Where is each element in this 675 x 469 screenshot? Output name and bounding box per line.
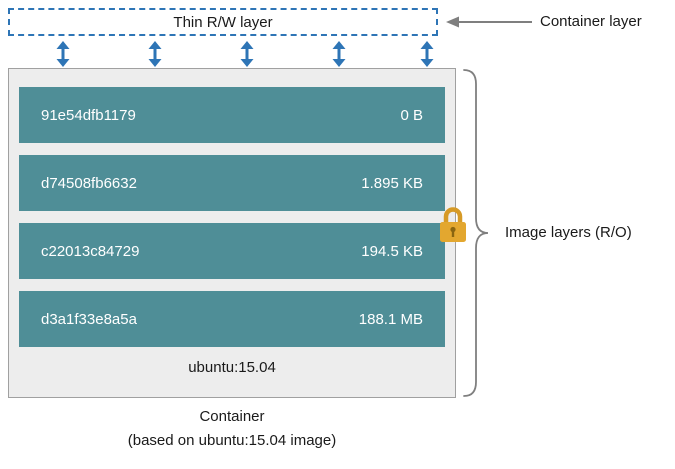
layer-id: d3a1f33e8a5a [41,310,137,328]
thin-rw-layer-box: Thin R/W layer [8,8,438,36]
image-layer-row: c22013c84729 194.5 KB [19,223,445,279]
image-layers-label: Image layers (R/O) [505,224,632,241]
caption-line2: (based on ubuntu:15.04 image) [127,432,337,449]
double-arrow-icon [332,41,346,67]
container-box: 91e54dfb1179 0 B d74508fb6632 1.895 KB c… [8,68,456,398]
container-layer-label: Container layer [540,13,642,30]
image-layer-row: 91e54dfb1179 0 B [19,87,445,143]
left-arrow-icon [446,16,532,28]
layer-id: c22013c84729 [41,242,140,260]
layer-id: d74508fb6632 [41,174,137,192]
layer-size: 1.895 KB [361,174,423,192]
caption-line1: Container [199,408,265,425]
base-image-label: ubuntu:15.04 [188,359,276,376]
image-layer-row: d74508fb6632 1.895 KB [19,155,445,211]
thin-rw-layer-label: Thin R/W layer [173,13,273,31]
double-arrow-icon [56,41,70,67]
layer-size: 0 B [400,106,423,124]
layer-size: 194.5 KB [361,242,423,260]
layer-size: 188.1 MB [358,310,423,328]
double-arrow-icon [420,41,434,67]
double-arrow-icon [240,41,254,67]
caption: Container (based on ubuntu:15.04 image) [8,405,456,453]
lock-icon [440,207,466,242]
double-arrow-icon [148,41,162,67]
curly-brace-icon [463,69,489,397]
layer-id: 91e54dfb1179 [41,106,136,124]
image-layer-row: d3a1f33e8a5a 188.1 MB [19,291,445,347]
